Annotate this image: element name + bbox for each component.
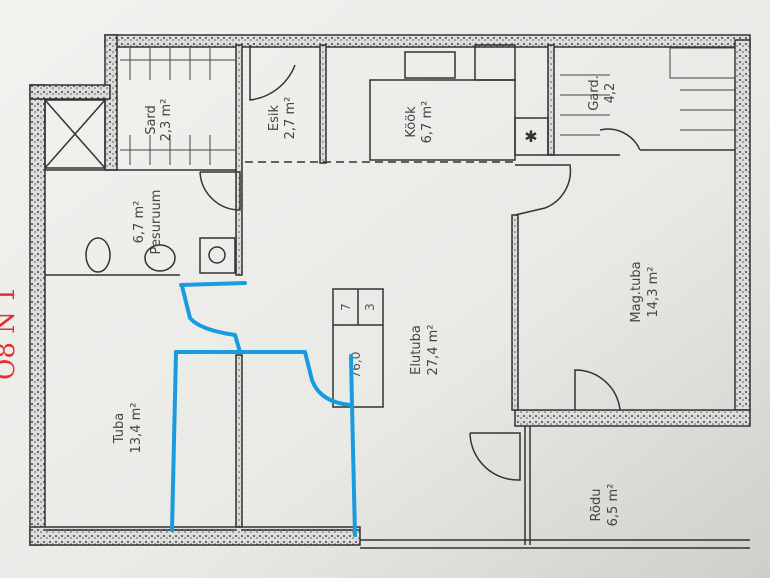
svg-text:3: 3 <box>363 303 377 311</box>
walls: ✱ <box>29 34 751 549</box>
svg-text:Gard.: Gard. <box>587 75 602 111</box>
svg-text:Tuba: Tuba <box>112 413 127 444</box>
svg-text:Esik: Esik <box>267 104 282 131</box>
annotation-line <box>180 284 242 354</box>
svg-text:14,3 m²: 14,3 m² <box>646 267 661 318</box>
annotation-line <box>349 354 357 537</box>
blue-annotation-lines <box>170 281 357 537</box>
svg-text:Sard: Sard <box>144 105 159 135</box>
room-gard: Gard.4,2 <box>587 75 618 111</box>
svg-text:Elutuba: Elutuba <box>409 325 424 375</box>
svg-text:2,7 m²: 2,7 m² <box>283 97 298 140</box>
svg-text:Mag.tuba: Mag.tuba <box>629 261 644 322</box>
svg-text:Pesuruum: Pesuruum <box>149 190 164 255</box>
svg-text:2,3 m²: 2,3 m² <box>159 99 174 142</box>
svg-text:6,7 m²: 6,7 m² <box>132 201 147 244</box>
fan-icon: ✱ <box>524 127 537 146</box>
annotation-line <box>179 281 247 287</box>
svg-text:Rõdu: Rõdu <box>589 489 604 522</box>
svg-text:Köök: Köök <box>404 106 419 138</box>
svg-text:7: 7 <box>339 303 353 311</box>
svg-text:27,4 m²: 27,4 m² <box>426 325 441 376</box>
handwritten-note: Ö8 N 1 <box>0 286 21 380</box>
svg-text:13,4 m²: 13,4 m² <box>129 403 144 454</box>
svg-text:4,2: 4,2 <box>603 83 618 104</box>
svg-text:6,5 m²: 6,5 m² <box>606 484 621 527</box>
annotation-line <box>174 350 352 407</box>
svg-text:6,7 m²: 6,7 m² <box>420 101 435 144</box>
annotation-line <box>170 350 178 532</box>
